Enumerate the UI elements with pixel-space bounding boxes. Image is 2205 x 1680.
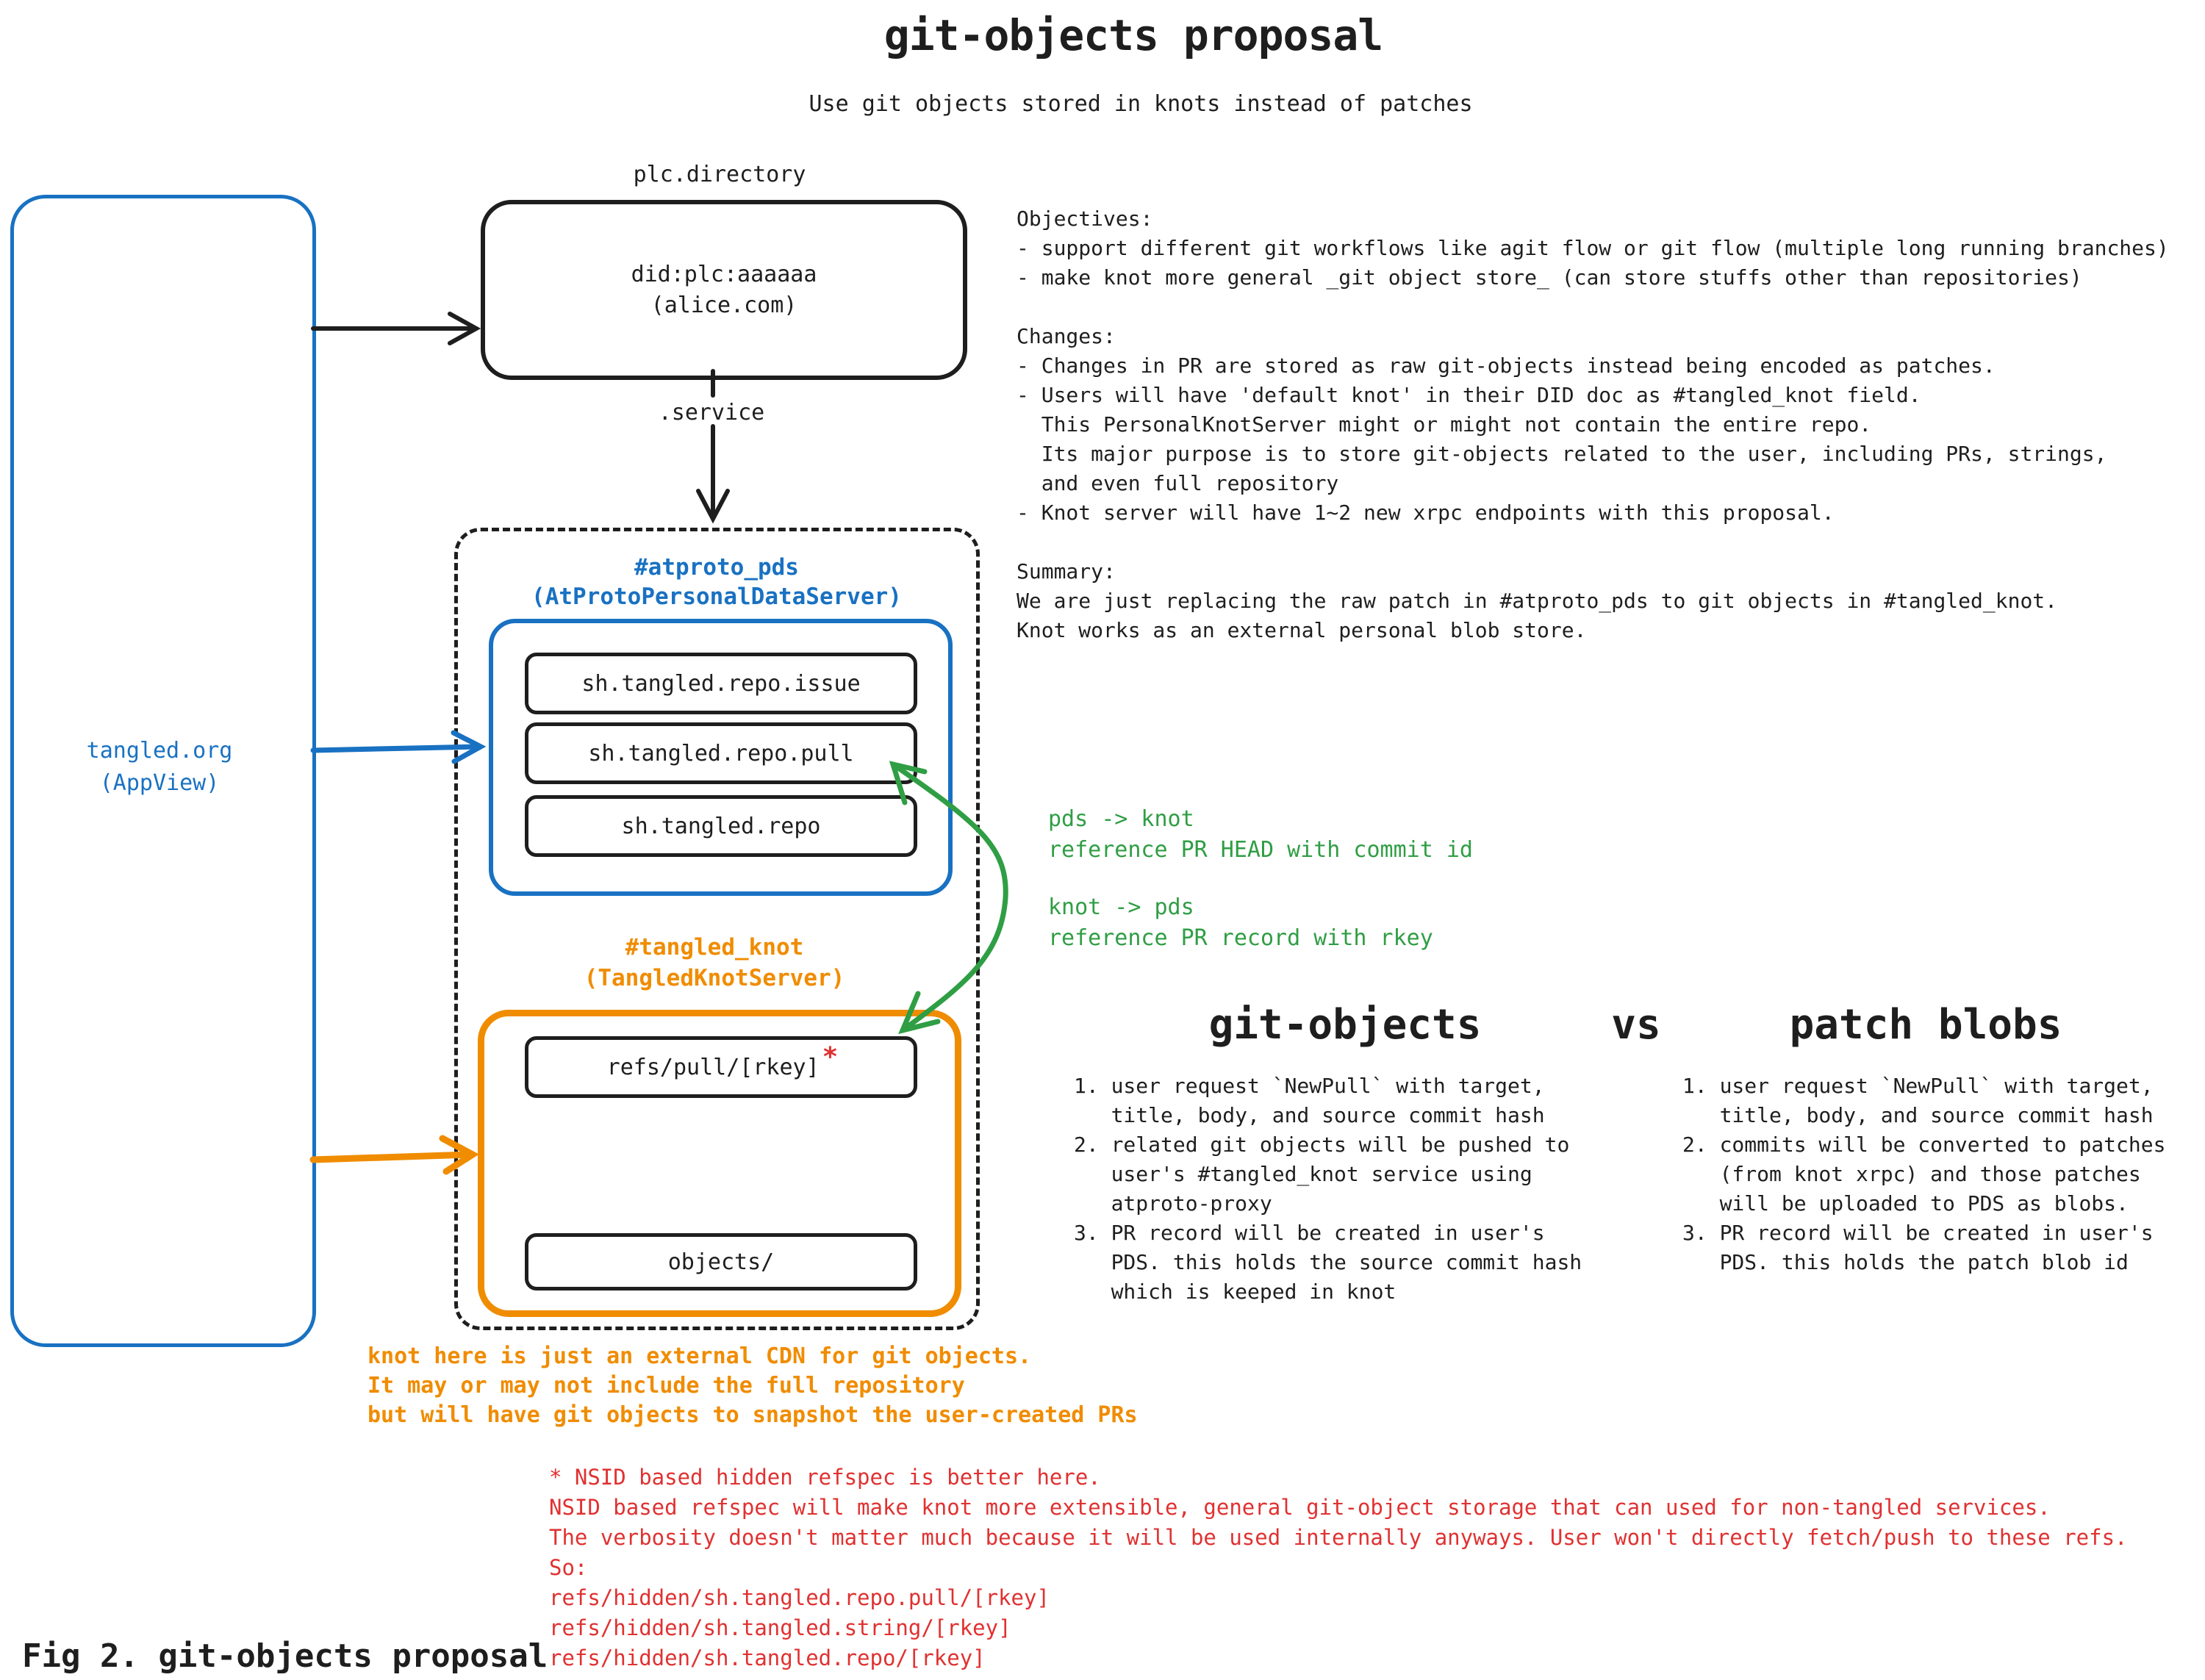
pds-box bbox=[489, 619, 953, 896]
arrow-service-down bbox=[696, 369, 730, 524]
pds-title: #atproto_pds (AtProtoPersonalDataServer) bbox=[531, 553, 902, 611]
refs-pull-label: refs/pull/[rkey] bbox=[606, 1054, 820, 1080]
record-repo-pull: sh.tangled.repo.pull bbox=[525, 722, 917, 784]
record-repo-issue: sh.tangled.repo.issue bbox=[525, 653, 917, 714]
objects-label: objects/ bbox=[667, 1249, 775, 1275]
pds-title-line2: (AtProtoPersonalDataServer) bbox=[531, 584, 902, 610]
page-title: git-objects proposal bbox=[883, 10, 1383, 60]
record-repo-pull-label: sh.tangled.repo.pull bbox=[588, 740, 854, 767]
note-knot-to-pds: knot -> pds reference PR record with rke… bbox=[1048, 894, 1433, 951]
knot-title: #tangled_knot (TangledKnotServer) bbox=[584, 932, 845, 994]
service-label: .service bbox=[653, 400, 770, 426]
comparison-right-title: patch blobs bbox=[1789, 1001, 2062, 1049]
appview-label: tangled.org (AppView) bbox=[86, 738, 233, 796]
knot-title-line2: (TangledKnotServer) bbox=[584, 965, 845, 991]
plc-box: did:plc:aaaaaa (alice.com) bbox=[481, 200, 967, 380]
plc-did-text: did:plc:aaaaaa (alice.com) bbox=[631, 261, 817, 318]
plc-directory-label: plc.directory bbox=[633, 162, 806, 187]
knot-title-line1: #tangled_knot bbox=[625, 934, 804, 961]
note-pds-to-knot: pds -> knot reference PR HEAD with commi… bbox=[1048, 806, 1473, 863]
comparison-left-title: git-objects bbox=[1208, 1001, 1482, 1049]
comparison-left-list: 1. user request `NewPull` with target, t… bbox=[1074, 1074, 1582, 1304]
record-repo: sh.tangled.repo bbox=[525, 795, 917, 857]
objects-box: objects/ bbox=[525, 1233, 917, 1290]
comparison-right-list: 1. user request `NewPull` with target, t… bbox=[1682, 1074, 2166, 1274]
nsid-refspec-note: * NSID based hidden refspec is better he… bbox=[549, 1465, 2128, 1670]
pds-title-line1: #atproto_pds bbox=[634, 554, 799, 581]
knot-cdn-note: knot here is just an external CDN for gi… bbox=[368, 1343, 1138, 1428]
arrow-appview-to-plc bbox=[311, 312, 481, 345]
knot-box bbox=[478, 1010, 961, 1317]
refs-asterisk: * bbox=[822, 1041, 839, 1072]
record-repo-label: sh.tangled.repo bbox=[621, 813, 821, 839]
arrow-appview-to-knot bbox=[309, 1135, 479, 1175]
figure-caption: Fig 2. git-objects proposal bbox=[22, 1637, 548, 1675]
appview-box bbox=[10, 195, 316, 1347]
refs-pull-box: refs/pull/[rkey]* bbox=[525, 1036, 917, 1098]
record-repo-issue-label: sh.tangled.repo.issue bbox=[581, 670, 861, 697]
page-subtitle: Use git objects stored in knots instead … bbox=[808, 91, 1473, 117]
objectives-changes-summary-text: Objectives: - support different git work… bbox=[1017, 207, 2169, 642]
comparison-vs: vs bbox=[1611, 1001, 1661, 1049]
